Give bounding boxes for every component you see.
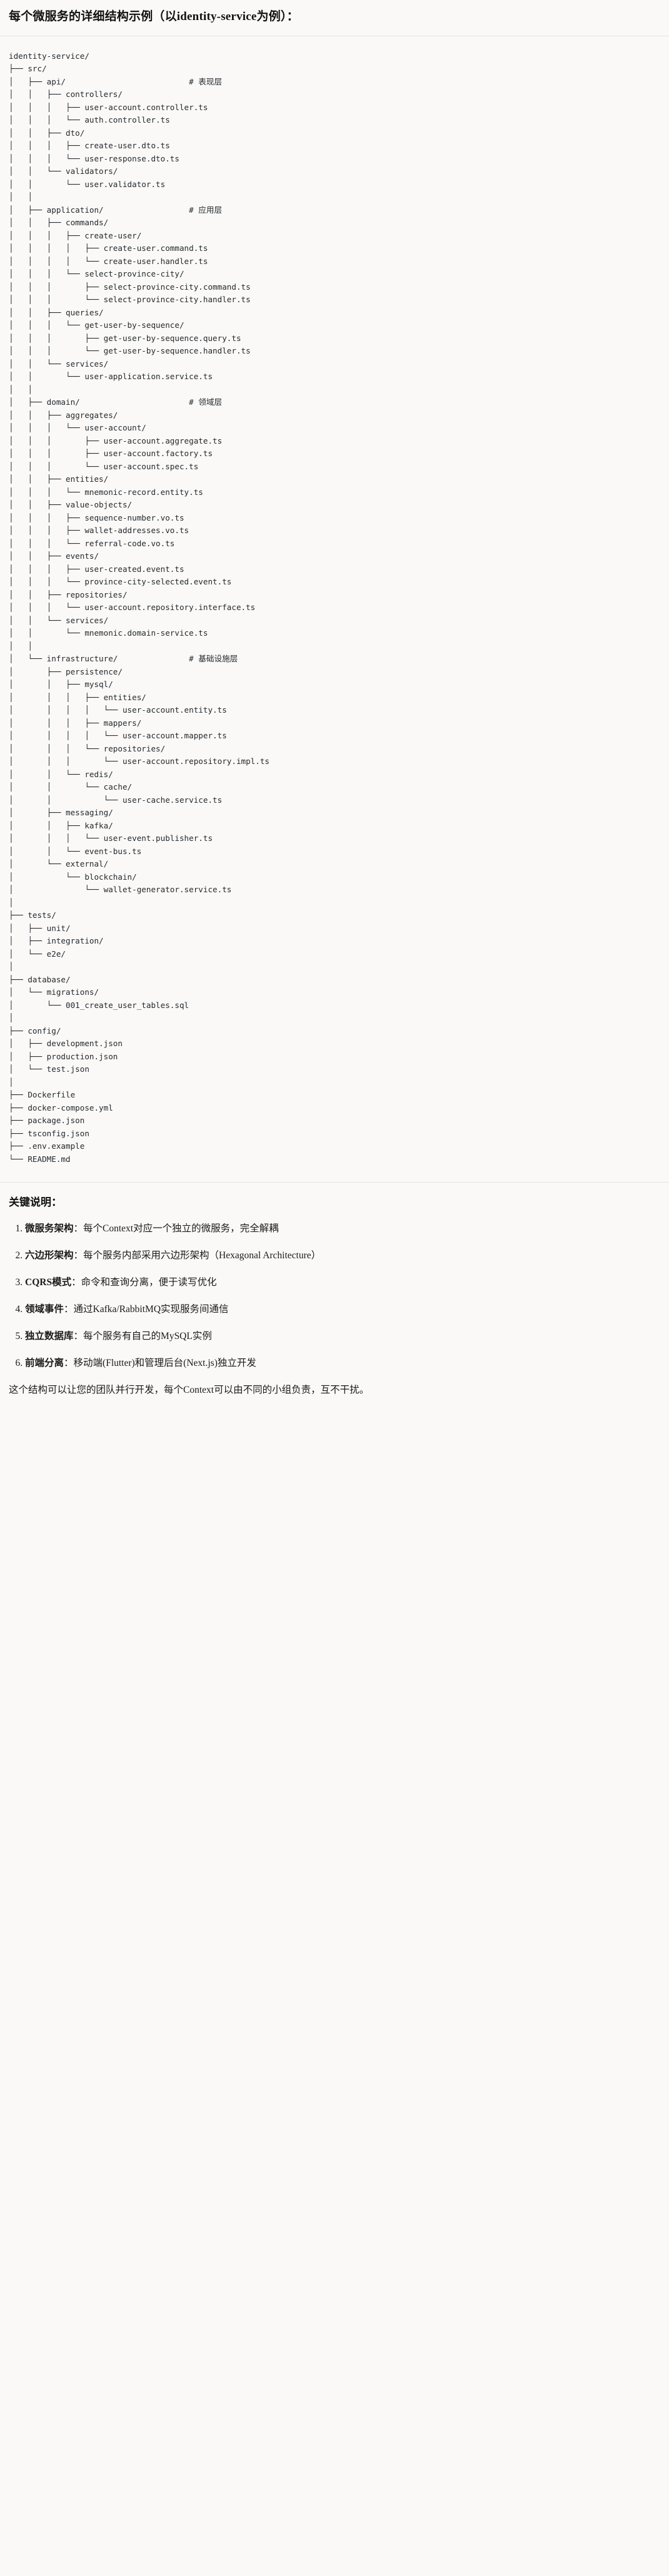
note-sep: ： bbox=[73, 1250, 84, 1261]
key-notes-heading: 关键说明： bbox=[9, 1196, 62, 1209]
note-desc: 通过Kafka/RabbitMQ实现服务间通信 bbox=[73, 1303, 229, 1315]
note-desc: 每个Context对应一个独立的微服务，完全解耦 bbox=[83, 1223, 279, 1234]
note-term: 六边形架构 bbox=[25, 1250, 74, 1261]
note-sep: ： bbox=[64, 1357, 74, 1368]
note-desc: 移动端(Flutter)和管理后台(Next.js)独立开发 bbox=[73, 1357, 256, 1368]
list-item: 前端分离：移动端(Flutter)和管理后台(Next.js)独立开发 bbox=[25, 1356, 660, 1371]
document-page: 每个微服务的详细结构示例（以identity-service为例）： ident… bbox=[0, 0, 669, 1416]
list-item: 微服务架构：每个Context对应一个独立的微服务，完全解耦 bbox=[25, 1221, 660, 1236]
list-item: CQRS模式：命令和查询分离，便于读写优化 bbox=[25, 1275, 660, 1290]
title-block: 每个微服务的详细结构示例（以identity-service为例）： bbox=[0, 0, 669, 36]
note-term: CQRS模式 bbox=[25, 1276, 72, 1288]
closing-paragraph: 这个结构可以让您的团队并行开发，每个Context可以由不同的小组负责，互不干扰… bbox=[9, 1384, 370, 1395]
key-notes-list: 微服务架构：每个Context对应一个独立的微服务，完全解耦 六边形架构：每个服… bbox=[9, 1221, 660, 1371]
note-sep: ： bbox=[64, 1303, 74, 1315]
note-desc: 命令和查询分离，便于读写优化 bbox=[81, 1276, 217, 1288]
note-sep: ： bbox=[73, 1330, 84, 1341]
note-term: 领域事件 bbox=[25, 1303, 64, 1315]
note-sep: ： bbox=[71, 1276, 81, 1288]
note-sep: ： bbox=[73, 1223, 84, 1234]
note-term: 前端分离 bbox=[25, 1357, 64, 1368]
note-term: 微服务架构 bbox=[25, 1223, 74, 1234]
note-term: 独立数据库 bbox=[25, 1330, 74, 1341]
directory-tree: identity-service/ ├── src/ │ ├── api/ # … bbox=[9, 51, 270, 1164]
note-desc: 每个服务内部采用六边形架构（Hexagonal Architecture） bbox=[83, 1250, 321, 1261]
directory-tree-block: identity-service/ ├── src/ │ ├── api/ # … bbox=[0, 36, 669, 1183]
key-notes-block: 关键说明： 微服务架构：每个Context对应一个独立的微服务，完全解耦 六边形… bbox=[0, 1183, 669, 1416]
page-title: 每个微服务的详细结构示例（以identity-service为例）： bbox=[9, 10, 299, 23]
divider-bottom bbox=[0, 1182, 669, 1183]
list-item: 领域事件：通过Kafka/RabbitMQ实现服务间通信 bbox=[25, 1302, 660, 1317]
list-item: 六边形架构：每个服务内部采用六边形架构（Hexagonal Architectu… bbox=[25, 1248, 660, 1263]
note-desc: 每个服务有自己的MySQL实例 bbox=[83, 1330, 212, 1341]
list-item: 独立数据库：每个服务有自己的MySQL实例 bbox=[25, 1329, 660, 1344]
